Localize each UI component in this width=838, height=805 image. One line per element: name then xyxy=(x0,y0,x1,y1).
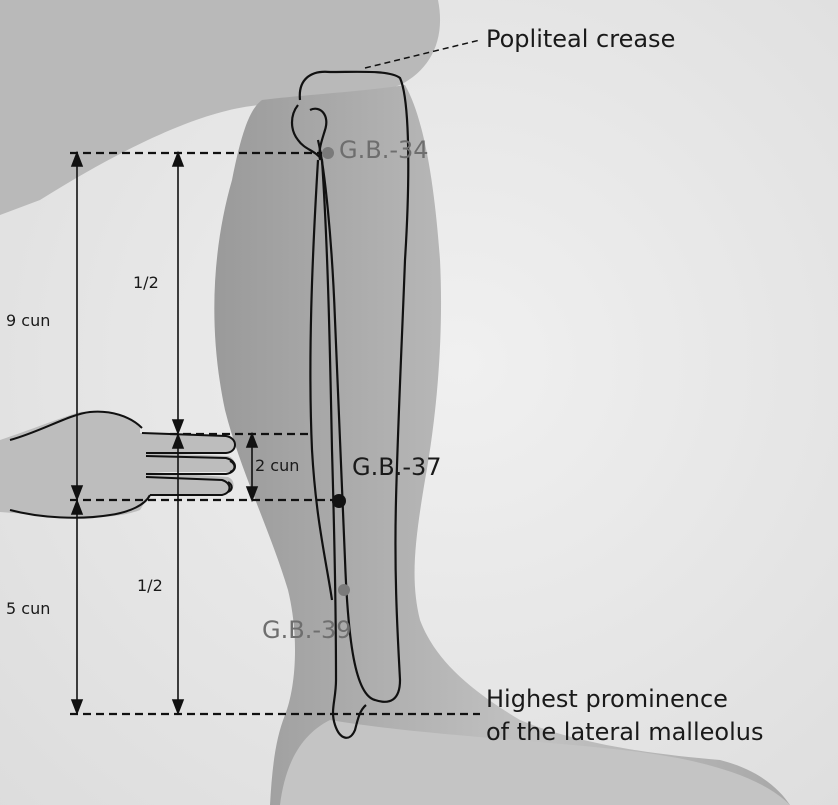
gb39-label: G.B.-39 xyxy=(262,616,352,644)
gb39-point xyxy=(338,584,350,596)
hand-outline xyxy=(9,410,236,519)
malleolus-label-line2: of the lateral malleolus xyxy=(486,718,764,746)
guide-lines xyxy=(70,151,480,716)
half-upper-label: 1/2 xyxy=(133,273,159,292)
gb34-point xyxy=(322,147,334,159)
malleolus-label-line1: Highest prominence xyxy=(486,685,728,713)
nine-cun-label: 9 cun xyxy=(6,311,51,330)
gb37-label: G.B.-37 xyxy=(352,453,442,481)
thigh-shape xyxy=(0,0,441,215)
gb37-point xyxy=(332,494,346,508)
two-cun-label: 2 cun xyxy=(255,456,300,475)
lower-leg-shape xyxy=(214,85,790,805)
popliteal-crease-label: Popliteal crease xyxy=(486,25,676,53)
half-lower-label: 1/2 xyxy=(137,576,163,595)
foot-shape xyxy=(280,720,790,805)
measurement-arrows xyxy=(70,150,259,716)
five-cun-label: 5 cun xyxy=(6,599,51,618)
bone-outlines xyxy=(290,70,410,739)
gb34-label: G.B.-34 xyxy=(339,136,429,164)
